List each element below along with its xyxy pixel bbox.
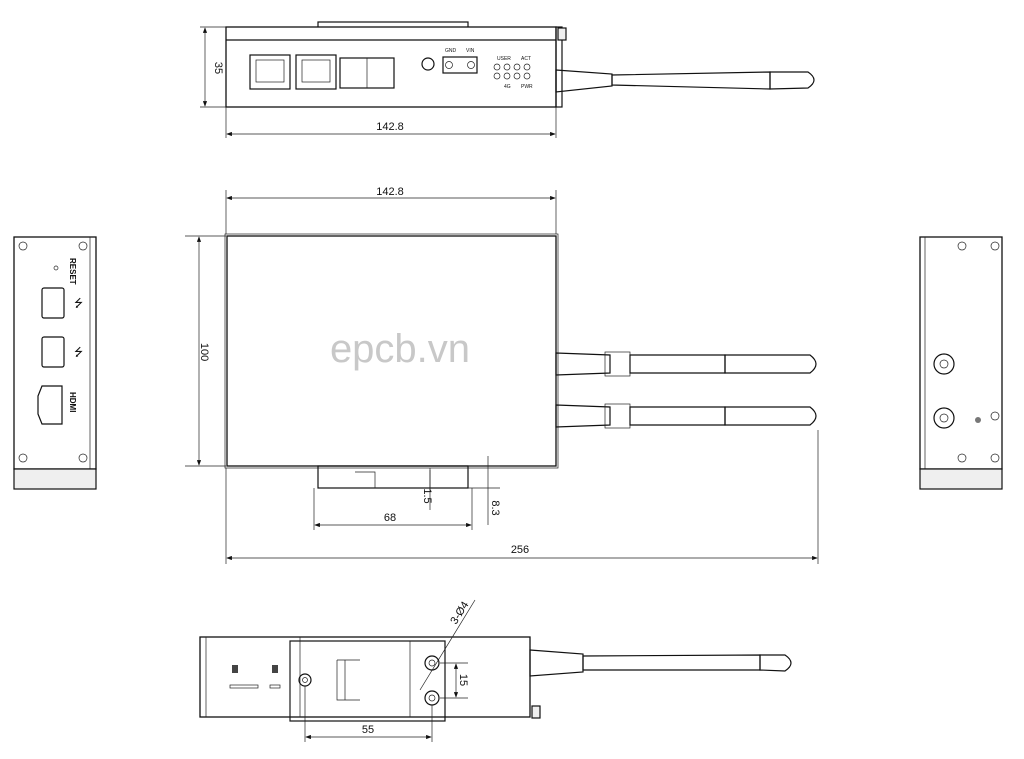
antenna-top [555,69,815,93]
usb-port-1 [41,287,65,319]
dim-front-width: 142.8 [376,186,404,198]
ethernet-port-2 [295,54,337,90]
usb-icon: ⭍ [74,346,83,359]
antenna-2 [555,403,817,429]
dim-top-height: 35 [212,62,224,74]
user-label: USER [497,56,511,62]
reset-button [421,57,435,71]
antenna-bottom [529,649,792,677]
dim-total-width: 256 [511,544,529,556]
power-connector [442,56,478,74]
dim-rail-offset: 1.5 [421,488,433,503]
usb-icon: ⭍ [74,297,83,310]
hdmi-label: HDMI [68,392,77,412]
pwr-label: PWR [521,84,533,90]
dim-front-height: 100 [198,343,210,361]
gnd-label: GND [445,48,457,54]
dim-hole-spacing: 15 [457,674,469,686]
antenna-1 [555,351,817,377]
led-indicators [493,63,531,80]
vin-label: VIN [466,48,475,54]
dim-top-width: 142.8 [376,121,404,133]
antenna-connector-2 [933,407,955,429]
antenna-connector-1 [933,353,955,375]
left-side-view: RESET ⭍ ⭍ HDMI [13,236,97,490]
usb-port-2 [41,336,65,368]
front-view: epcb.vn 142.8 100 1.5 8.3 68 256 [185,186,819,564]
dim-hole-offset: 55 [362,724,374,736]
reset-label: RESET [68,258,77,285]
bottom-view: 3-Ø4 15 55 [199,599,792,742]
act-label: ACT [521,56,531,62]
dim-rail-width: 68 [384,512,396,524]
dim-hole-spec: 3-Ø4 [448,599,471,626]
dim-rail-depth: 8.3 [489,500,501,515]
4g-label: 4G [504,84,511,90]
top-panel-view: GND VIN ACT USER PWR 4G 35 142.8 [200,21,815,138]
terminal-block [339,57,395,89]
right-side-view [919,236,1003,490]
hdmi-port [37,385,63,425]
watermark: epcb.vn [330,327,470,371]
ethernet-port-1 [249,54,291,90]
